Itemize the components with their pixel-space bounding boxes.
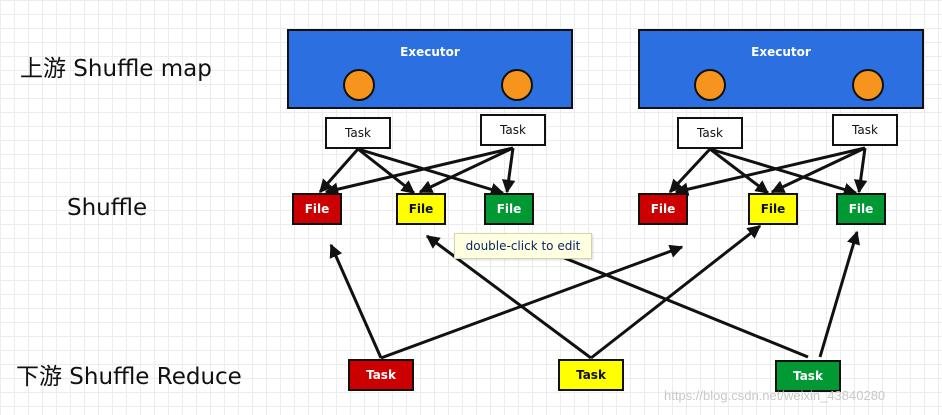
executor-1-core-2 (501, 69, 533, 101)
executor-1-title: Executor (400, 45, 460, 59)
shuffle-file-5[interactable]: File (748, 193, 798, 225)
arrow-t4-f6 (853, 147, 868, 194)
arrow-t1-f3 (357, 147, 505, 196)
executor-2-core-2 (852, 69, 884, 101)
map-task-1[interactable]: Task (325, 117, 391, 149)
edit-tooltip: double-click to edit (454, 233, 592, 259)
arrow-r2-f5 (590, 224, 762, 360)
arrow-t3-f5 (709, 147, 770, 195)
shuffle-file-6[interactable]: File (836, 193, 886, 225)
watermark-text: https://blog.csdn.net/weixin_43840280 (664, 388, 886, 403)
reduce-task-3[interactable]: Task (775, 360, 841, 392)
arrow-t3-f6 (709, 147, 858, 196)
shuffle-file-3[interactable]: File (484, 193, 534, 225)
reduce-task-2[interactable]: Task (558, 359, 624, 391)
executor-1[interactable]: Executor (287, 29, 573, 109)
arrow-t1-f2 (357, 147, 416, 195)
arrow-r3-f6 (818, 230, 861, 358)
arrow-t2-f2 (418, 146, 514, 194)
reduce-stage-label: 下游 Shuffle Reduce (16, 364, 242, 390)
map-stage-label: 上游 Shuffle map (20, 56, 212, 82)
arrow-t4-f5 (770, 146, 866, 194)
shuffle-file-1[interactable]: File (292, 193, 342, 225)
executor-2[interactable]: Executor (638, 29, 924, 109)
map-task-4[interactable]: Task (832, 114, 898, 146)
arrow-t4-f4 (674, 146, 866, 196)
executor-2-title: Executor (751, 45, 811, 59)
arrow-r1-f4 (380, 244, 684, 360)
executor-1-core-1 (343, 69, 375, 101)
shuffle-stage-label: Shuffle (67, 195, 148, 221)
arrow-t2-f1 (324, 146, 514, 196)
shuffle-file-4[interactable]: File (638, 193, 688, 225)
executor-2-core-1 (694, 69, 726, 101)
map-task-2[interactable]: Task (480, 114, 546, 146)
arrow-r1-f1 (329, 243, 383, 359)
shuffle-file-2[interactable]: File (396, 193, 446, 225)
map-task-3[interactable]: Task (677, 117, 743, 149)
arrow-t2-f3 (501, 147, 516, 194)
reduce-task-1[interactable]: Task (348, 359, 414, 391)
